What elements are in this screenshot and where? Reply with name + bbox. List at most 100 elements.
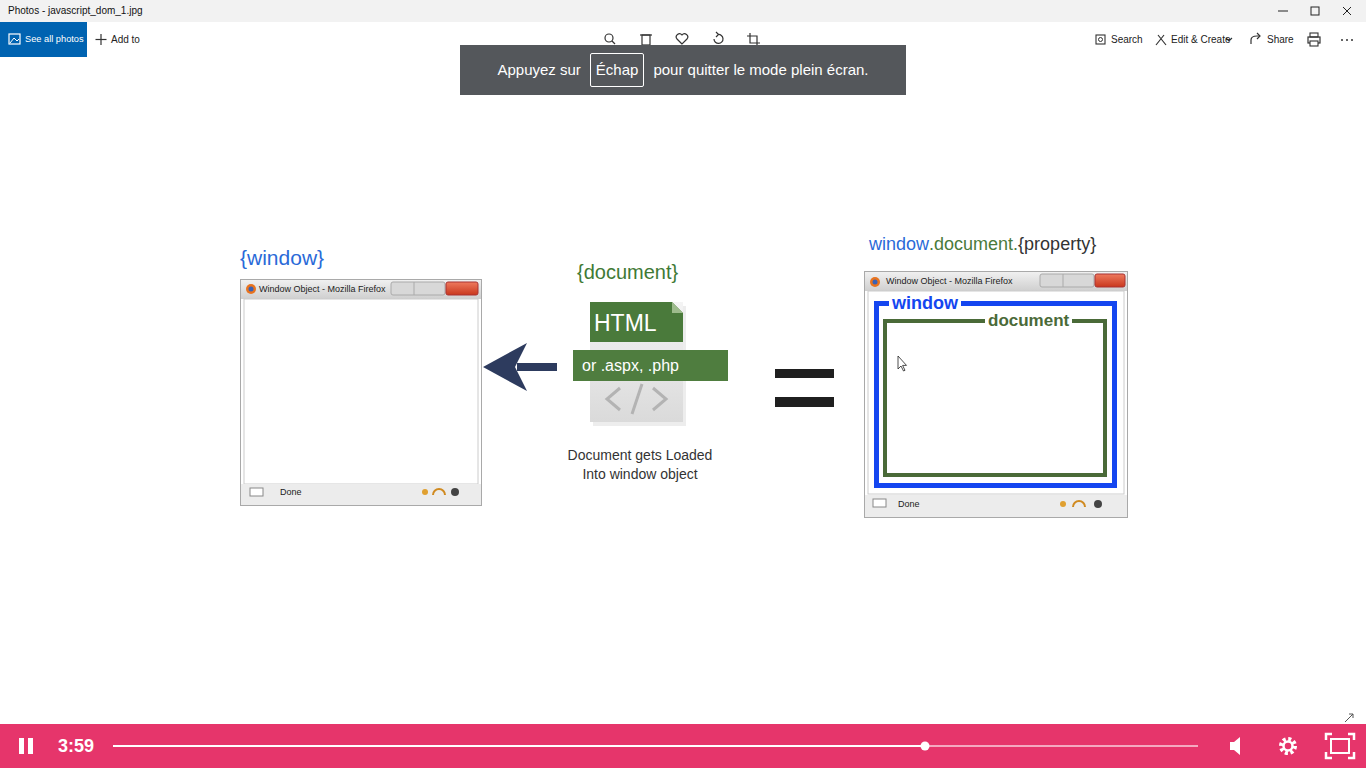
equals-sign: [775, 369, 834, 378]
document-region: document: [883, 319, 1107, 477]
title-bar: [1343, 7, 1351, 15]
node-text: window: [889, 293, 961, 313]
document-file-icon: [607, 388, 620, 410]
toolbar: [1346, 39, 1348, 41]
toolbar-button: Edit & Create: [1171, 34, 1230, 46]
video-time: 3:59: [58, 735, 94, 757]
browser-window-frame: [1094, 500, 1102, 508]
video-player-bar: [0, 724, 1366, 768]
title-bar: [1311, 7, 1319, 15]
node-text: {document}: [577, 260, 678, 284]
toolbar-button: Add to: [111, 34, 140, 46]
mouse-cursor: [898, 356, 907, 371]
browser-window-frame: [873, 499, 886, 507]
video-player-bar: [19, 738, 24, 754]
browser-window-frame: [868, 291, 1124, 494]
node-text: HTML: [594, 309, 657, 337]
browser-window-frame: [241, 280, 482, 506]
node-text: Appuyez sur: [497, 61, 580, 79]
node-text: pour quitter le mode plein écran.: [653, 61, 868, 79]
browser-window-frame: [1040, 274, 1094, 287]
browser-window-frame: [1060, 501, 1066, 507]
window-region: windowdocument: [874, 301, 1117, 488]
video-player-bar: [1331, 739, 1349, 753]
title-bar: [1278, 11, 1288, 12]
node-text: Done: [280, 487, 302, 498]
toolbar: [9, 34, 20, 44]
toolbar: [96, 39, 107, 40]
video-player-bar: [921, 742, 930, 751]
browser-window-frame: [865, 272, 1128, 518]
video-player-bar: [1284, 742, 1293, 751]
toolbar: [605, 34, 613, 42]
document-file-icon: [632, 384, 642, 414]
video-player-bar: [0, 714, 1366, 768]
arrow-connector: [483, 343, 557, 391]
browser-window-frame: [246, 284, 256, 294]
node-text: {window}: [240, 246, 324, 270]
browser-window-frame: [865, 495, 1127, 517]
browser-window-frame: [873, 280, 878, 285]
video-player-bar: [113, 745, 1198, 747]
toast-message: Appuyez sur pour quitter le mode plein éc…: [460, 45, 906, 95]
mouse-cursor: [898, 356, 907, 371]
node-text: See all photos: [25, 33, 84, 45]
node-text: Échap: [596, 61, 639, 79]
browser-window-frame: [422, 489, 428, 495]
browser-window-frame: [241, 484, 481, 505]
browser-window-frame: [433, 489, 445, 495]
property-path-part: window: [869, 233, 929, 255]
title-bar: [1343, 7, 1351, 15]
document-file-icon: [590, 302, 683, 342]
app-button: See all photos: [0, 22, 87, 57]
toolbar: [642, 35, 650, 45]
toolbar: [640, 34, 652, 35]
browser-window-frame: [451, 488, 459, 496]
toolbar: [0, 22, 87, 57]
property-heading: window.document.{property}: [869, 233, 1096, 255]
toolbar: [1310, 33, 1318, 37]
video-player-bar: [1281, 739, 1295, 753]
browser-window-frame: [1095, 274, 1125, 287]
toolbar: [1257, 33, 1260, 39]
browser-window-frame: [865, 272, 1127, 291]
browser-window-frame: [414, 282, 415, 295]
toolbar: [612, 41, 615, 44]
video-player-bar: [1230, 737, 1240, 755]
toolbar: [1099, 38, 1103, 42]
arrow-head: [483, 343, 527, 391]
browser-window-frame: [250, 488, 263, 496]
video-player-bar: [1349, 714, 1353, 718]
equals-sign: [775, 397, 834, 407]
node-text: or .aspx, .php: [573, 350, 728, 381]
document-file-icon: [653, 388, 666, 410]
browser-window: {window}Window Object - Mozilla FirefoxD…: [240, 279, 481, 505]
toolbar: [714, 34, 723, 43]
video-player-bar: [113, 745, 925, 747]
browser-window-frame: [870, 277, 880, 287]
node-text: document: [985, 311, 1072, 330]
toolbar: [750, 33, 760, 43]
browser-window-frame: [249, 287, 254, 292]
node-text: Window Object - Mozilla Firefox: [259, 284, 386, 295]
window-title: Photos - javascript_dom_1.jpg: [8, 5, 143, 17]
toolbar: [1351, 39, 1353, 41]
video-player-bar: [28, 738, 33, 754]
browser-window-frame: [391, 282, 445, 295]
toolbar: [1096, 35, 1105, 44]
toolbar: [716, 32, 719, 37]
title-bar: [0, 0, 1366, 22]
browser-window-frame: [446, 282, 478, 295]
browser-window-frame: [1063, 274, 1064, 287]
node-text: Window Object - Mozilla Firefox: [886, 276, 1013, 287]
browser-window-frame: [241, 280, 482, 506]
toolbar-button: Search: [1111, 34, 1143, 46]
toolbar: [1156, 35, 1166, 45]
browser-window-frame: [241, 280, 481, 299]
property-path-part: {property}: [1018, 233, 1096, 255]
browser-window-frame: [244, 299, 478, 484]
document-file-icon: [672, 302, 683, 313]
